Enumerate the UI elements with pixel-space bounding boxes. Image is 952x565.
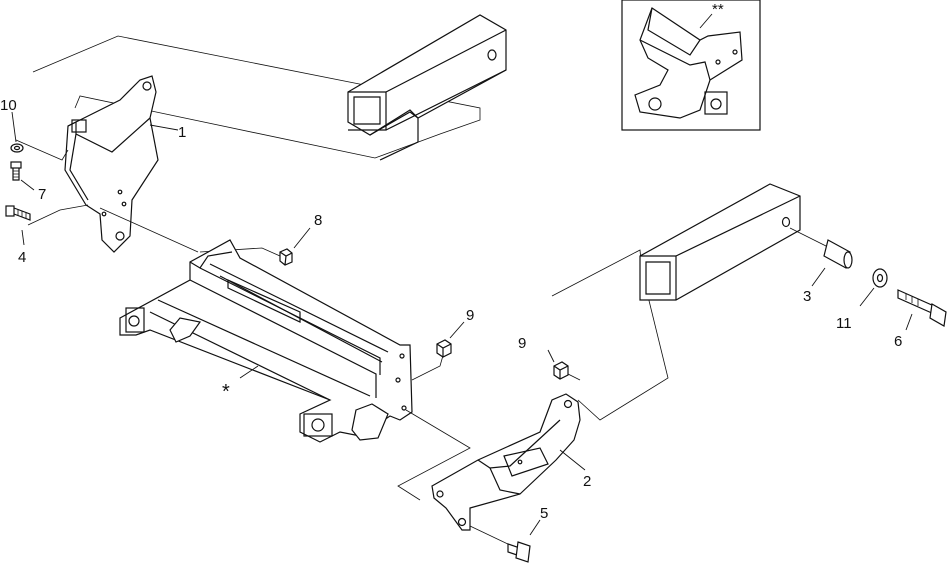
projection-line-nut9a [411,351,445,381]
washer-10 [10,143,24,153]
leader-8 [293,227,311,249]
spacer-3 [789,227,853,269]
leader-3 [811,267,826,287]
callout-6: 6 [894,333,902,350]
bolt-4 [5,205,31,221]
projection-line-lower [397,409,471,501]
nut-9-left [436,339,452,358]
projection-line-center [99,207,199,253]
callout-11: 11 [836,315,852,332]
leader-9a [449,321,465,339]
crossmember-assembly [119,239,413,443]
projection-line-bolt7 [15,139,69,161]
leader-10 [11,111,17,143]
leader-2 [559,449,586,471]
leader-1 [149,124,179,131]
callout-double-star: ** [712,1,724,18]
leader-7 [20,179,35,191]
leader-4 [21,229,25,246]
callout-1: 1 [178,124,186,141]
callout-8: 8 [314,212,322,229]
leader-6 [905,313,913,331]
leader-11 [859,287,875,307]
leader-star [239,365,259,379]
bracket-left [64,75,159,253]
bracket-lower [431,393,581,531]
frame-tube-right [639,183,801,301]
callout-star: * [222,381,230,403]
nut-9-right [553,361,569,380]
callout-3: 3 [803,288,811,305]
nut-8 [279,248,293,266]
bolt-7 [10,161,22,181]
washer-11 [872,268,888,288]
bolt-6 [897,289,947,327]
leader-5 [529,519,541,536]
callout-5: 5 [540,505,548,522]
frame-tube-left [347,14,507,161]
callout-2: 2 [583,473,591,490]
inset-detail-box: ** [621,0,761,131]
callout-9-right: 9 [518,335,526,352]
callout-7: 7 [38,186,46,203]
bolt-5 [469,525,531,563]
callout-10: 10 [0,97,17,114]
projection-outline-right [551,249,669,421]
callout-4: 4 [18,249,26,266]
projection-line-nut9b [567,373,581,381]
leader-9b [547,349,555,363]
projection-line-bolt4 [27,204,89,226]
callout-9-left: 9 [466,307,474,324]
